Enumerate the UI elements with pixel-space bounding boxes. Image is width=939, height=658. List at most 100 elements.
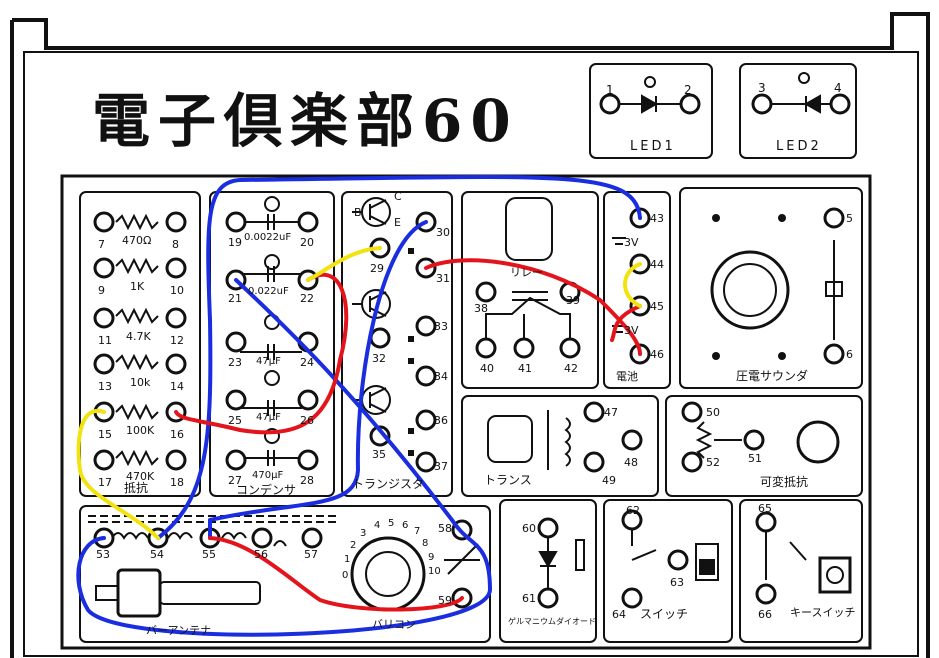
dial-1: 1 (344, 554, 350, 565)
term-65: 65 (758, 502, 772, 515)
term-50: 50 (706, 406, 720, 419)
led2-terminal-4: 4 (834, 81, 842, 95)
term-34: 34 (434, 370, 448, 383)
term-22: 22 (300, 292, 314, 305)
term-66: 66 (758, 608, 772, 621)
variable-resistor-panel-label: 可変抵抗 (760, 474, 808, 489)
term-13: 13 (98, 380, 112, 393)
term-48: 48 (624, 456, 638, 469)
diode-panel (499, 499, 597, 643)
res-4k7: 4.7K (126, 330, 151, 343)
dial-0: 0 (342, 570, 348, 581)
led2-label: LED2 (776, 139, 822, 154)
sounder-panel (679, 187, 863, 389)
term-19: 19 (228, 236, 242, 249)
term-6: 6 (846, 348, 853, 361)
resistor-panel (79, 191, 201, 497)
cap-47-b: 47μF (256, 412, 281, 423)
key-switch-panel (739, 499, 863, 643)
led2-terminal-3: 3 (758, 81, 766, 95)
term-47: 47 (604, 406, 618, 419)
page-title: 電子倶楽部60 (92, 87, 519, 155)
term-54: 54 (150, 548, 164, 561)
term-24: 24 (300, 356, 314, 369)
term-59: 59 (438, 594, 452, 607)
variable-resistor-panel (665, 395, 863, 497)
resistor-panel-label: 抵抗 (124, 480, 148, 495)
term-20: 20 (300, 236, 314, 249)
term-61: 61 (522, 592, 536, 605)
pin-e-1: E (394, 216, 401, 229)
term-10: 10 (170, 284, 184, 297)
led1-terminal-1: 1 (606, 83, 614, 97)
term-62: 62 (626, 504, 640, 517)
yellow-wire-2 (623, 262, 642, 308)
dial-3: 3 (360, 528, 366, 539)
antenna-panel-label: バーアンテナ (146, 624, 211, 637)
term-5: 5 (846, 212, 853, 225)
cap-0-022: 0.022uF (248, 286, 289, 297)
term-57: 57 (304, 548, 318, 561)
cap-0-0022: 0.0022uF (244, 232, 291, 243)
term-26: 26 (300, 414, 314, 427)
term-17: 17 (98, 476, 112, 489)
cap-470: 470μF (252, 470, 283, 481)
res-470k: 470K (126, 470, 155, 483)
term-42: 42 (564, 362, 578, 375)
term-31: 31 (436, 272, 450, 285)
switch-panel-label: スイッチ (640, 607, 688, 621)
term-51: 51 (748, 452, 762, 465)
term-29: 29 (370, 262, 384, 275)
battery-panel (603, 191, 671, 389)
term-15: 15 (98, 428, 112, 441)
dial-8: 8 (422, 538, 428, 549)
term-28: 28 (300, 474, 314, 487)
yellow-wire-3 (76, 408, 160, 540)
blue-wire-1 (156, 174, 642, 540)
term-27: 27 (228, 474, 242, 487)
term-60: 60 (522, 522, 536, 535)
key-switch-panel-label: キースイッチ (790, 606, 855, 619)
yellow-wire-1 (306, 246, 382, 282)
term-45: 45 (650, 300, 664, 313)
pin-c-1: C (394, 190, 402, 203)
red-wire-3 (208, 536, 464, 612)
term-32: 32 (372, 352, 386, 365)
blue-wire-3 (208, 220, 428, 540)
battery-voltage-2: 3V (624, 324, 639, 337)
term-37: 37 (434, 460, 448, 473)
dial-7: 7 (414, 526, 420, 537)
term-30: 30 (436, 226, 450, 239)
led1-label: LED1 (630, 139, 676, 154)
term-56: 56 (254, 548, 268, 561)
term-23: 23 (228, 356, 242, 369)
transistor-panel-label: トランジスタ (352, 477, 424, 491)
term-38: 38 (474, 302, 488, 315)
res-10k: 10k (130, 376, 151, 389)
dial-2: 2 (350, 540, 356, 551)
dial-6: 6 (402, 520, 408, 531)
dial-4: 4 (374, 520, 380, 531)
red-wire-4 (610, 304, 642, 342)
term-49: 49 (602, 474, 616, 487)
term-39: 39 (566, 294, 580, 307)
term-11: 11 (98, 334, 112, 347)
term-36: 36 (434, 414, 448, 427)
led2-panel (739, 63, 857, 159)
term-35: 35 (372, 448, 386, 461)
res-100k: 100K (126, 424, 155, 437)
term-58: 58 (438, 522, 452, 535)
res-470: 470Ω (122, 234, 151, 247)
transformer-panel (461, 395, 659, 497)
red-wire-1 (174, 272, 349, 435)
term-53: 53 (96, 548, 110, 561)
transformer-panel-label: トランス (484, 473, 532, 487)
term-46: 46 (650, 348, 664, 361)
term-7: 7 (98, 238, 105, 251)
term-44: 44 (650, 258, 664, 271)
term-43: 43 (650, 212, 664, 225)
capacitor-panel-label: コンデンサ (236, 482, 296, 497)
term-14: 14 (170, 380, 184, 393)
sounder-panel-label: 圧電サウンダ (736, 368, 808, 383)
